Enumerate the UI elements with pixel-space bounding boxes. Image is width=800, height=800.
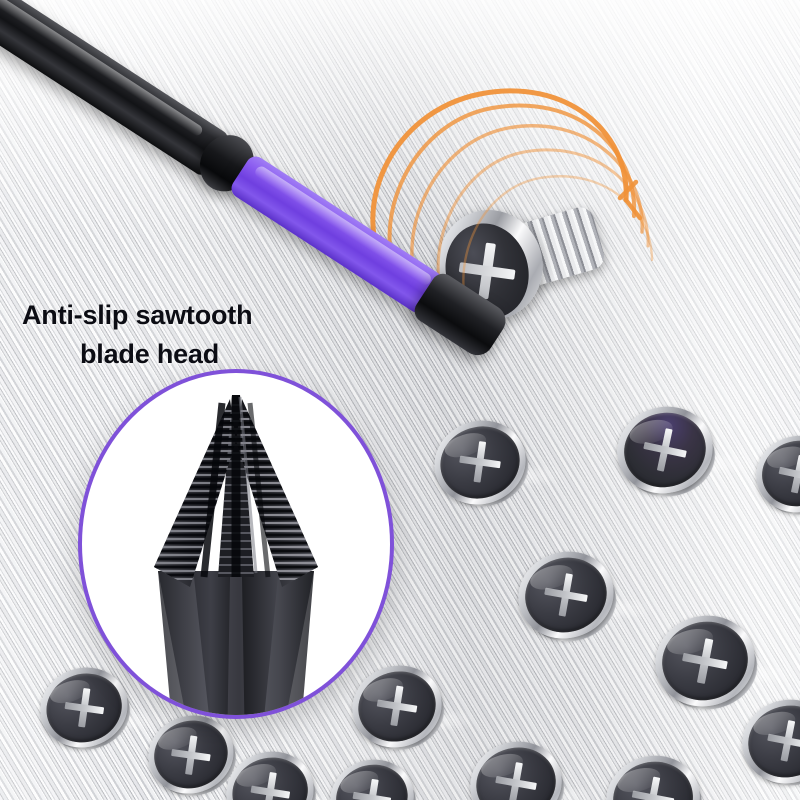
feature-caption: Anti-slip sawtooth blade head	[22, 258, 253, 411]
caption-line-2: blade head	[80, 338, 220, 369]
screw-head-top	[431, 416, 529, 509]
cross-slot-icon	[755, 434, 800, 515]
sawtooth-bit-illustration	[118, 381, 354, 715]
screw-head-top	[740, 696, 800, 787]
magnifier-content	[82, 373, 390, 715]
sawtooth-bit-magnifier	[82, 373, 390, 715]
cross-slot-icon	[431, 416, 528, 508]
caption-line-1: Anti-slip sawtooth	[22, 300, 253, 331]
screw-head-top	[755, 433, 800, 515]
cross-slot-icon	[741, 697, 800, 786]
cross-slot-icon	[434, 214, 516, 300]
